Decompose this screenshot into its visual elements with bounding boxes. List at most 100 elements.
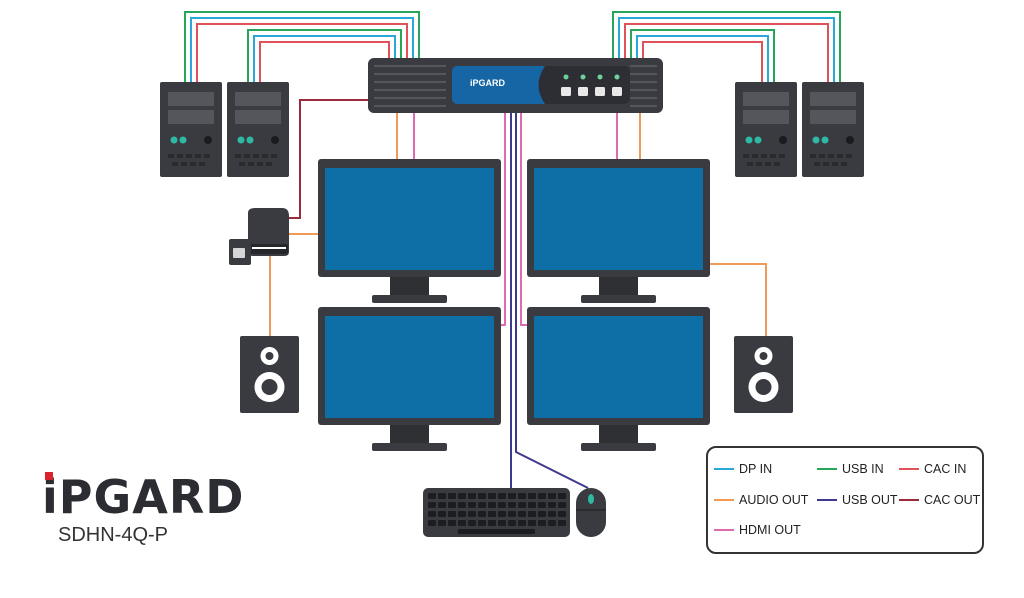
keyboard-key	[508, 493, 516, 499]
speaker-right	[734, 336, 793, 413]
keyboard-key	[448, 511, 456, 517]
port-4-led	[614, 74, 620, 80]
port-2-button	[578, 87, 588, 96]
port-2-led	[580, 74, 586, 80]
port-3-button	[595, 87, 605, 96]
keyboard-key	[528, 511, 536, 517]
cable-usb-in-pc1	[184, 11, 420, 82]
port-3-led	[597, 74, 603, 80]
legend-item-dp-in: DP IN	[714, 462, 772, 476]
cable-hdmi-out-4	[520, 112, 528, 326]
keyboard-key	[548, 511, 556, 517]
keyboard-key	[448, 520, 456, 526]
keyboard-key	[438, 511, 446, 517]
keyboard-key	[508, 511, 516, 517]
keyboard-key	[478, 502, 486, 508]
legend-item-audio-out: AUDIO OUT	[714, 493, 808, 507]
computer-tower-2	[227, 82, 289, 177]
keyboard-key	[528, 493, 536, 499]
kvm-port-buttons	[561, 74, 622, 96]
cable-usb-out-mouse	[515, 112, 589, 489]
keyboard-key	[518, 520, 526, 526]
kvm-switch: iPGARD	[368, 58, 663, 113]
brand-logo: iPGARD	[42, 472, 244, 520]
keyboard-key	[508, 502, 516, 508]
keyboard-key	[538, 520, 546, 526]
keyboard-key	[438, 520, 446, 526]
keyboard-key	[508, 520, 516, 526]
port-1-button	[561, 87, 571, 96]
cable-cac-in-pc1	[196, 23, 408, 82]
legend-item-hdmi-out: HDMI OUT	[714, 523, 801, 537]
keyboard-key	[498, 502, 506, 508]
keyboard-key	[488, 502, 496, 508]
cable-dp-in-pc3	[636, 35, 769, 82]
keyboard-key	[498, 493, 506, 499]
cable-cac-in-pc4	[624, 23, 829, 82]
legend-label: HDMI OUT	[739, 523, 801, 537]
legend-label: CAC OUT	[924, 493, 981, 507]
mouse	[576, 488, 606, 537]
keyboard-key	[558, 520, 566, 526]
brand-logo-text: iPGARD	[42, 470, 245, 524]
cable-cac-in-pc2	[259, 41, 390, 82]
keyboard-key	[488, 520, 496, 526]
legend-label: AUDIO OUT	[739, 493, 809, 507]
keyboard-key	[558, 493, 566, 499]
computer-tower-3	[735, 82, 797, 177]
legend-swatch	[899, 468, 919, 470]
keyboard-key	[438, 502, 446, 508]
output-cables	[269, 99, 767, 489]
keyboard-key	[438, 493, 446, 499]
legend-label: USB IN	[842, 462, 884, 476]
model-name: SDHN-4Q-P	[58, 524, 169, 546]
cable-legend: DP IN USB IN CAC IN AUDIO OUT USB OUT CA…	[706, 446, 984, 554]
keyboard-key	[538, 493, 546, 499]
keyboard-key	[528, 502, 536, 508]
keyboard-key	[478, 520, 486, 526]
keyboard-key	[498, 520, 506, 526]
keyboard-key	[448, 493, 456, 499]
legend-item-cac-in: CAC IN	[899, 462, 966, 476]
keyboard-key	[558, 511, 566, 517]
cac-card-reader	[229, 208, 289, 265]
keyboard-key	[518, 511, 526, 517]
legend-swatch	[817, 468, 837, 470]
keyboard-key	[428, 511, 436, 517]
port-4-button	[612, 87, 622, 96]
keyboard-key	[468, 511, 476, 517]
keyboard-key	[548, 493, 556, 499]
computer-tower-4	[802, 82, 864, 177]
monitor-3	[318, 307, 501, 451]
keyboard-spacebar	[458, 529, 535, 534]
computer-tower-1	[160, 82, 222, 177]
keyboard-key	[428, 502, 436, 508]
input-cables	[184, 11, 841, 82]
keyboard-key	[518, 493, 526, 499]
port-1-led	[563, 74, 569, 80]
kvm-logo: iPGARD	[470, 78, 506, 88]
keyboard-key	[548, 520, 556, 526]
keyboard-key	[558, 502, 566, 508]
legend-label: CAC IN	[924, 462, 967, 476]
speaker-left	[240, 336, 299, 413]
legend-swatch	[899, 499, 919, 501]
keyboard-key	[538, 511, 546, 517]
keyboard-key	[468, 520, 476, 526]
cable-dp-in-pc1	[190, 17, 414, 82]
keyboard-key	[468, 502, 476, 508]
legend-item-usb-out: USB OUT	[817, 493, 898, 507]
keyboard-key	[538, 502, 546, 508]
cable-dp-in-pc2	[253, 35, 396, 82]
legend-label: DP IN	[739, 462, 773, 476]
keyboard-key	[458, 493, 466, 499]
keyboard-key	[478, 511, 486, 517]
keyboard-key	[458, 520, 466, 526]
keyboard-key	[548, 502, 556, 508]
mouse-scroll-wheel	[588, 494, 594, 504]
cable-cac-in-pc3	[642, 41, 763, 82]
keyboard	[423, 488, 570, 537]
keyboard-key	[448, 502, 456, 508]
monitor-4	[527, 307, 710, 451]
